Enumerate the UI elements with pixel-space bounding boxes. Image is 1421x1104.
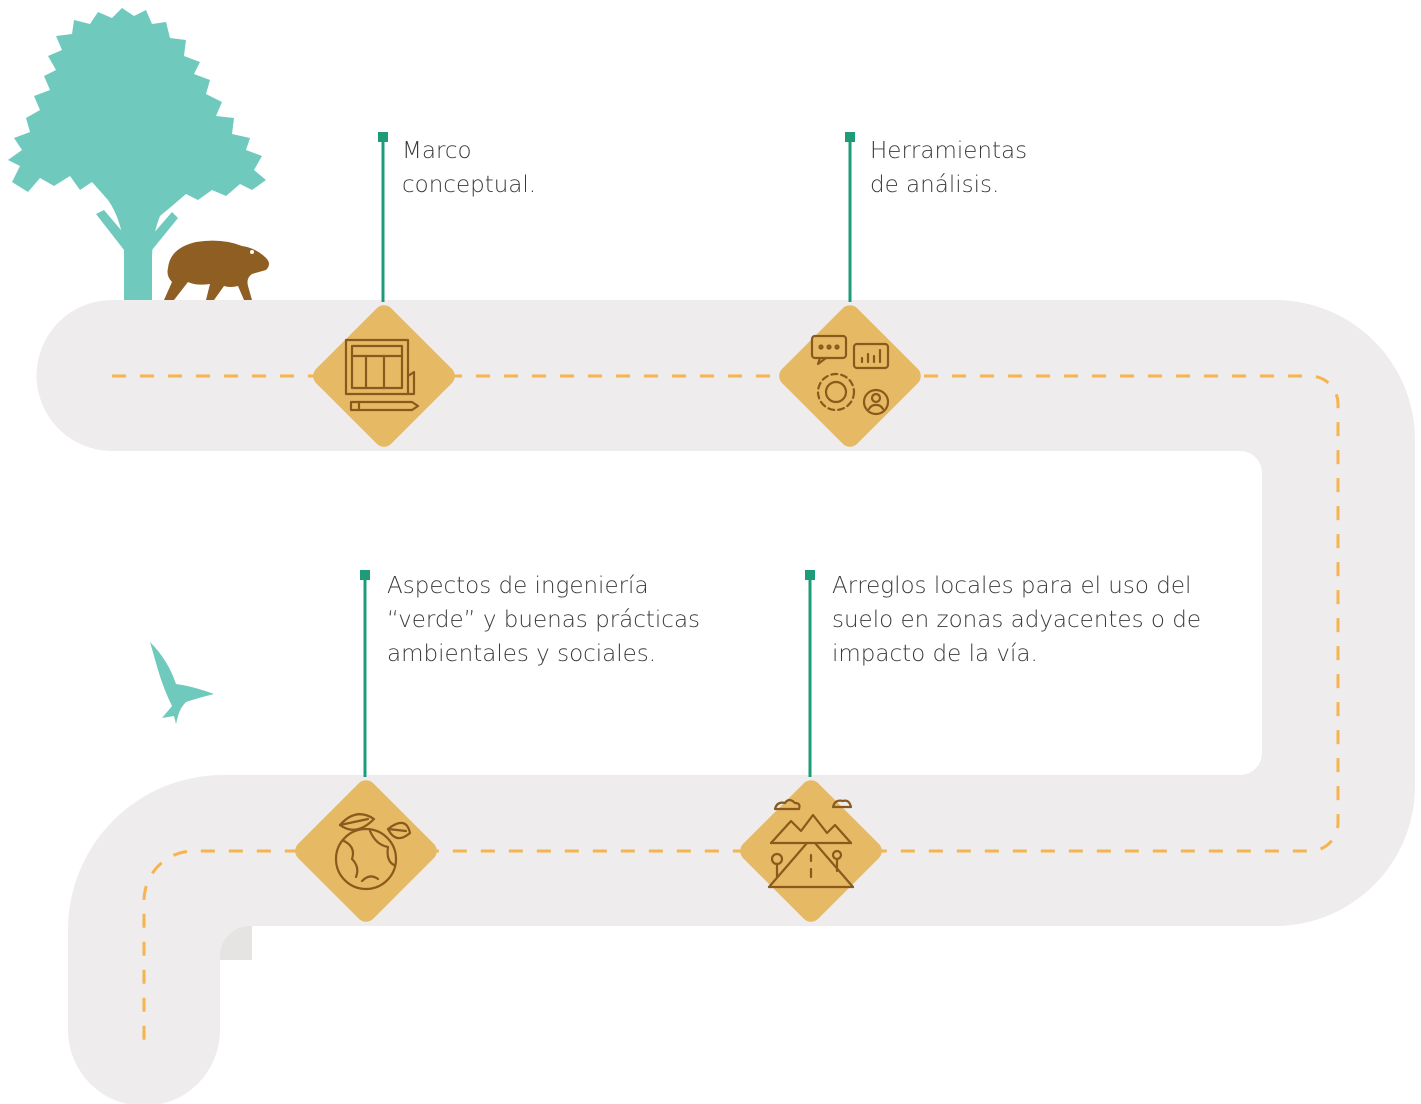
tree-silhouette — [8, 8, 266, 300]
analysis-tools-icon — [779, 305, 921, 447]
step-label-herramientas-analisis: Herramientas de análisis. — [870, 138, 1028, 198]
step-pins — [360, 132, 855, 777]
mountain-road-icon — [740, 780, 882, 922]
blueprint-pencil-icon — [313, 305, 455, 447]
road-center-line — [112, 374, 1340, 1040]
road-band — [36, 300, 1415, 1104]
step-label-ingenieria-verde: Aspectos de ingeniería “verde” y buenas … — [387, 573, 701, 667]
bird-silhouette — [150, 642, 214, 724]
step-label-marco-conceptual: Marco conceptual. — [402, 138, 537, 198]
green-globe-icon — [295, 780, 437, 922]
capybara-silhouette — [164, 240, 269, 300]
step-label-arreglos-locales: Arreglos locales para el uso del suelo e… — [832, 573, 1201, 667]
